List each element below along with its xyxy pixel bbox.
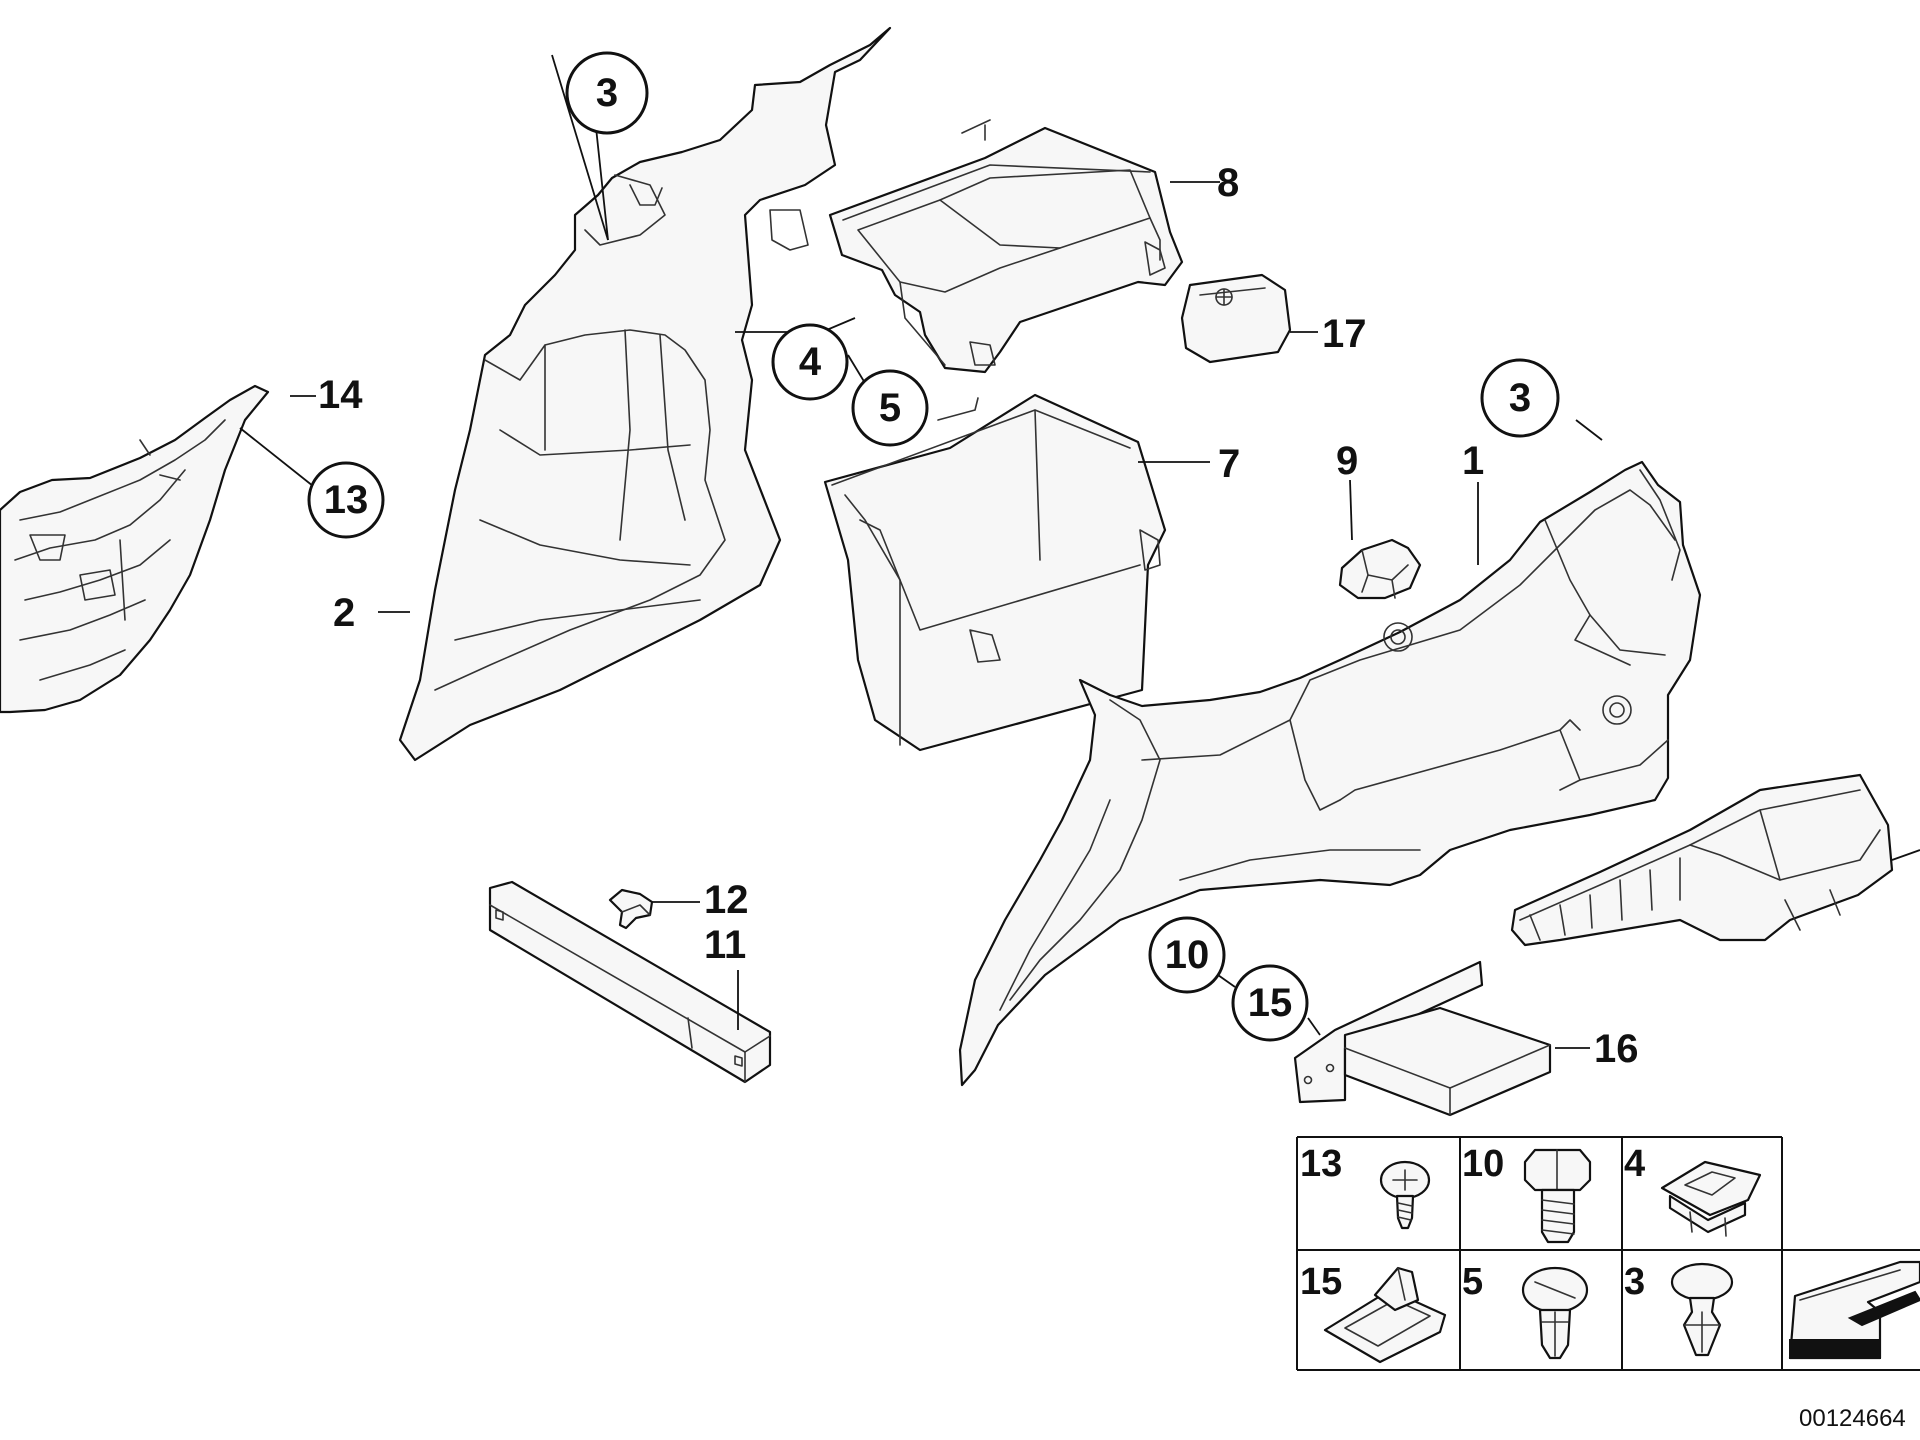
label-12: 12 [704, 878, 749, 922]
label-14: 14 [318, 373, 363, 417]
callout-5: 5 [851, 369, 929, 447]
fastener-cell-10: 10 [1462, 1143, 1592, 1244]
part-7-storage-box [823, 393, 1167, 752]
svg-text:15: 15 [1248, 981, 1293, 1025]
part-8-upper-tray [828, 119, 1184, 374]
callout-13: 13 [307, 461, 385, 539]
label-1: 1 [1462, 439, 1484, 483]
svg-text:4: 4 [1624, 1143, 1645, 1185]
callout-10: 10 [1148, 916, 1226, 994]
part-right-storage-tray [1510, 773, 1894, 947]
svg-text:13: 13 [324, 478, 369, 522]
label-11: 11 [704, 923, 746, 967]
svg-text:4: 4 [799, 340, 822, 384]
part-12-small-clip [608, 888, 654, 930]
document-number: 00124664 [1799, 1405, 1906, 1432]
svg-text:5: 5 [879, 386, 901, 430]
part-14-side-bracket [0, 384, 270, 714]
bolt-icon [1523, 1148, 1592, 1244]
fastener-cell-3: 3 [1624, 1261, 1734, 1357]
svg-text:15: 15 [1300, 1261, 1342, 1303]
fastener-cell-4: 4 [1624, 1143, 1762, 1237]
svg-text:13: 13 [1300, 1143, 1342, 1185]
screw-icon [1379, 1160, 1431, 1230]
svg-text:10: 10 [1165, 933, 1210, 977]
svg-text:10: 10 [1462, 1143, 1504, 1185]
svg-text:5: 5 [1462, 1261, 1483, 1303]
part-2-left-trim-panel [398, 26, 892, 762]
part-1-right-trim-panel [958, 460, 1702, 1087]
clip-grommet-icon [1660, 1160, 1762, 1237]
label-2: 2 [333, 591, 355, 635]
label-7: 7 [1218, 442, 1240, 486]
label-8: 8 [1217, 161, 1239, 205]
svg-text:3: 3 [1624, 1261, 1645, 1303]
spring-nut-icon [1323, 1266, 1447, 1364]
arrow-icon [1788, 1260, 1920, 1360]
callout-4: 4 [771, 323, 849, 401]
part-17-cover-cap [1180, 273, 1292, 364]
fastener-cell-5: 5 [1462, 1261, 1589, 1360]
label-9: 9 [1336, 439, 1358, 483]
fastener-grid [1296, 1136, 1920, 1371]
callout-3-upper: 3 [565, 51, 649, 135]
label-17: 17 [1322, 312, 1367, 356]
part-16-control-module [1293, 960, 1552, 1117]
svg-text:3: 3 [596, 71, 618, 115]
callout-15: 15 [1231, 964, 1309, 1042]
expansion-rivet-icon [1521, 1266, 1589, 1360]
part-11-rail [488, 880, 772, 1084]
part-9-clip [1338, 538, 1422, 600]
fastener-cell-13: 13 [1300, 1143, 1431, 1230]
label-16: 16 [1594, 1027, 1639, 1071]
push-rivet-icon [1670, 1262, 1734, 1357]
fastener-cell-15: 15 [1300, 1261, 1447, 1364]
callout-3-right: 3 [1480, 358, 1560, 438]
svg-text:3: 3 [1509, 376, 1531, 420]
